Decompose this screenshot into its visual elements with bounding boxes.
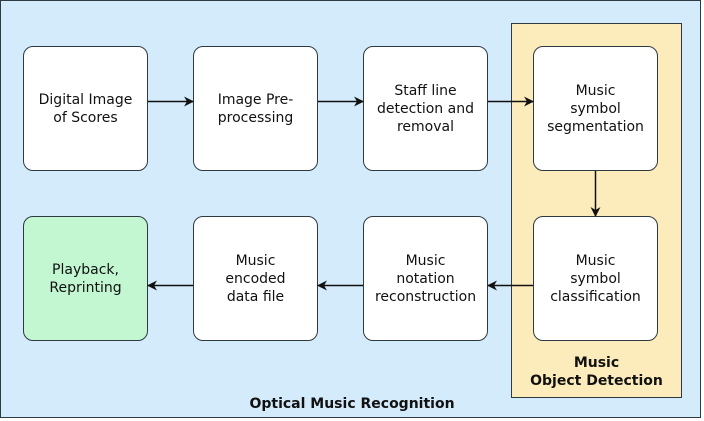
node-symbol-segmentation: Music symbol segmentation xyxy=(533,46,658,171)
node-notation-reconstruction: Music notation reconstruction xyxy=(363,216,488,341)
node-encoded-data-file: Music encoded data file xyxy=(193,216,318,341)
container-label: Optical Music Recognition xyxy=(249,396,455,412)
node-digital-image: Digital Image of Scores xyxy=(23,46,148,171)
group-label: Music Object Detection xyxy=(530,355,663,389)
node-staff-line-removal: Staff line detection and removal xyxy=(363,46,488,171)
node-symbol-classification: Music symbol classification xyxy=(533,216,658,341)
node-preprocessing: Image Pre- processing xyxy=(193,46,318,171)
node-playback-reprinting: Playback, Reprinting xyxy=(23,216,148,341)
